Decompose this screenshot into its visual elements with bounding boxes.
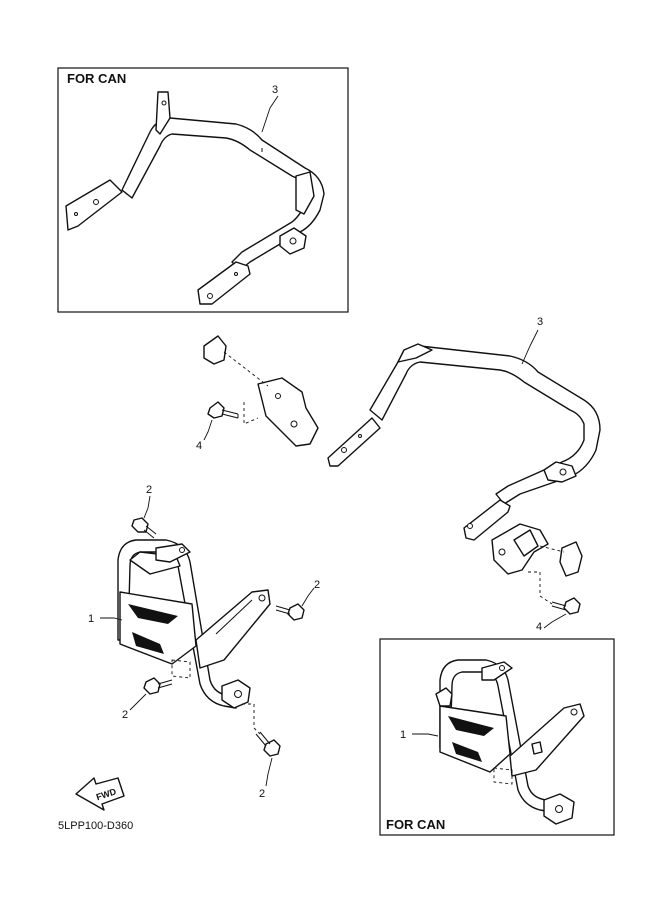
left-bracket-clip — [203, 335, 227, 365]
bolt-4-left — [207, 401, 239, 419]
leader-bolt-4-left — [203, 419, 213, 441]
carrier-left-plate — [327, 417, 381, 467]
inset-frame-bottom — [379, 638, 615, 836]
bolt-2-top — [131, 517, 157, 539]
callout-3-main: 3 — [537, 316, 543, 328]
callout-1-inset: 1 — [400, 729, 406, 741]
guard-can-drawing — [435, 659, 585, 825]
bolt-2-bottom — [242, 703, 281, 757]
callout-2-left: 2 — [122, 709, 128, 721]
leader-bolt-2-bottom — [265, 757, 273, 787]
fwd-arrow-icon: FWD — [75, 777, 125, 811]
guard-plate — [119, 591, 197, 665]
carrier-right-plate — [463, 499, 511, 541]
bolt-4-right — [551, 597, 581, 615]
inset-for-can-carrier: FOR CAN 3 — [57, 67, 349, 313]
guard-side-plate — [195, 589, 271, 669]
leader-inset-bottom — [412, 733, 439, 737]
callout-2-right: 2 — [314, 579, 320, 591]
inset-for-can-guard: FOR CAN 1 — [379, 638, 615, 836]
bolt-2-left — [143, 677, 173, 695]
carrier-can-drawing — [65, 91, 325, 305]
inset-top-title: FOR CAN — [67, 71, 126, 86]
diagram-code: 5LPP100-D360 — [58, 820, 133, 832]
callout-2-bottom: 2 — [259, 788, 265, 800]
leader-bolt-2-left — [129, 693, 147, 711]
carrier-tab — [397, 343, 433, 363]
carrier-assembly — [203, 335, 601, 605]
left-mount-bracket — [257, 377, 319, 447]
leader-guard — [100, 617, 123, 621]
callout-3-inset: 3 — [272, 84, 278, 96]
leader-inset-top — [261, 95, 279, 133]
callout-1-main: 1 — [88, 613, 94, 625]
callout-4-right: 4 — [536, 621, 542, 633]
leader-bolt-2-top — [143, 495, 151, 519]
leader-bolt-2-right — [301, 587, 315, 607]
leader-bolt-4-right — [543, 613, 567, 629]
callout-4-left: 4 — [196, 440, 202, 452]
right-bracket-clip — [559, 541, 583, 577]
guard-assembly — [117, 539, 271, 709]
leader-carrier — [521, 329, 539, 365]
bolt-2-right — [275, 603, 305, 621]
callout-2-top: 2 — [146, 484, 152, 496]
inset-bottom-title: FOR CAN — [386, 817, 445, 832]
carrier-tube — [369, 345, 601, 505]
inset-frame-top — [57, 67, 349, 313]
